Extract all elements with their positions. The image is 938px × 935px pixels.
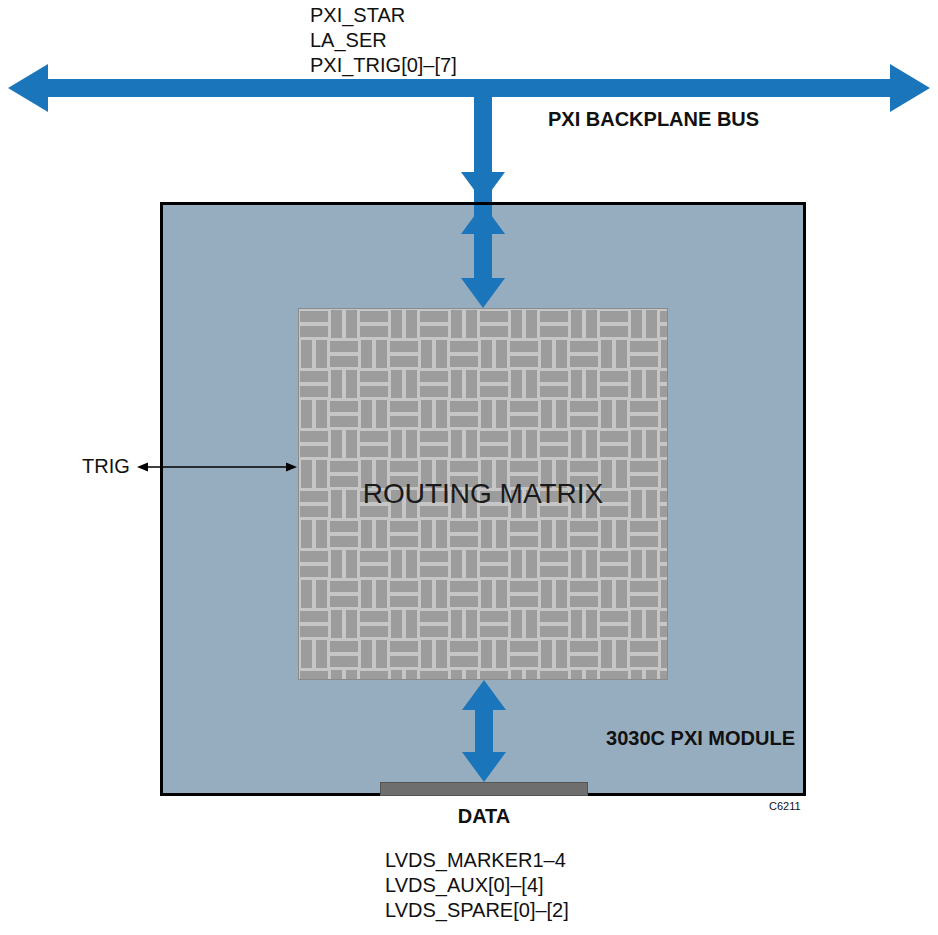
label-holder: LVDS_MARKER1–4 bbox=[385, 849, 566, 872]
bus-connector-arrow bbox=[462, 680, 506, 782]
label-holder: PXI_STAR bbox=[310, 4, 405, 27]
matrix-label: ROUTING MATRIX bbox=[363, 478, 604, 510]
label-holder: LVDS_SPARE[0]–[2] bbox=[385, 899, 569, 922]
pxi-module: 3030C PXI MODULE ROUTING MATRIX DATA bbox=[160, 202, 806, 796]
signal-name: LVDS_MARKER1–4 bbox=[385, 849, 566, 872]
data-connector: DATA bbox=[380, 782, 588, 796]
label-holder: LVDS_AUX[0]–[4] bbox=[385, 874, 544, 897]
module-label: 3030C PXI MODULE bbox=[163, 727, 803, 750]
arrow-head bbox=[462, 752, 506, 782]
label-holder: TRIG bbox=[82, 455, 130, 478]
signal-name: LVDS_AUX[0]–[4] bbox=[385, 874, 544, 897]
arrow-shaft bbox=[474, 97, 492, 282]
signal-name: TRIG bbox=[82, 455, 130, 478]
routing-matrix: ROUTING MATRIX bbox=[298, 308, 668, 680]
bus-arrow-shape bbox=[8, 64, 930, 112]
module-fill bbox=[160, 202, 806, 796]
signal-name: PXI_STAR bbox=[310, 4, 405, 27]
arrow-head bbox=[461, 204, 505, 234]
signal-name: PXI_TRIG[0]–[7] bbox=[310, 54, 457, 77]
connector-label: DATA bbox=[381, 805, 587, 828]
figure-code: C6211 bbox=[769, 800, 801, 813]
arrow-head bbox=[462, 680, 506, 710]
arrow-shaft bbox=[475, 706, 493, 756]
bus-label: PXI BACKPLANE BUS bbox=[548, 108, 759, 131]
label-holder: C6211 bbox=[769, 800, 801, 813]
arrow-head bbox=[461, 278, 505, 308]
label-holder: LA_SER bbox=[310, 29, 387, 52]
bus-arrow bbox=[8, 64, 930, 112]
label-holder: PXI_TRIG[0]–[7] bbox=[310, 54, 457, 77]
signal-name: LVDS_SPARE[0]–[2] bbox=[385, 899, 569, 922]
backplane-bus: PXI BACKPLANE BUS bbox=[8, 64, 930, 112]
signal-name: LA_SER bbox=[310, 29, 387, 52]
